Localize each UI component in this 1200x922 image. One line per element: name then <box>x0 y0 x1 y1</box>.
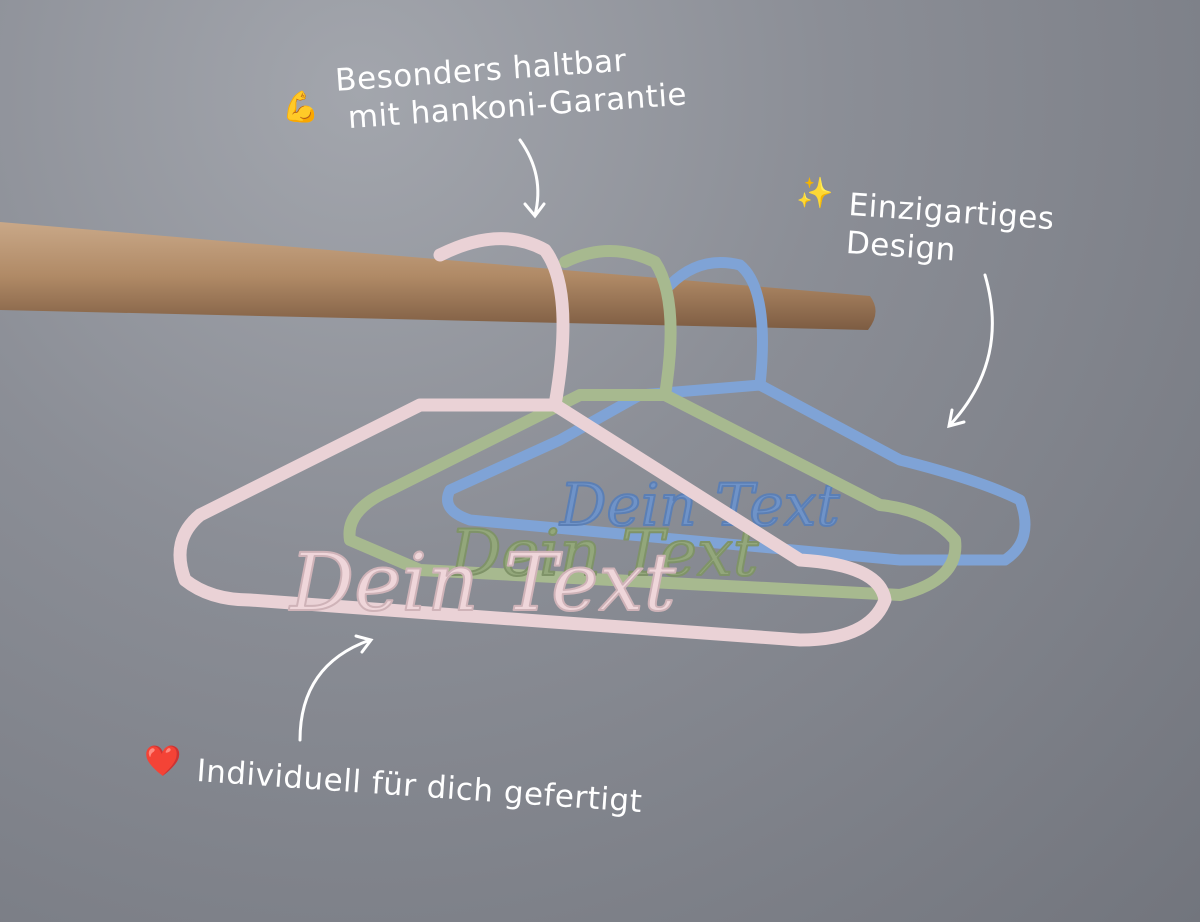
arrow-design <box>947 273 994 429</box>
callout-design: Einzigartiges Design <box>845 186 1056 276</box>
sparkles-icon: ✨ <box>796 176 834 211</box>
green-hanger: Dein Text <box>343 245 962 601</box>
arrow-custom <box>298 634 374 742</box>
red-heart-icon: ❤️ <box>144 744 182 779</box>
arrows <box>298 138 994 742</box>
pink-hanger: Dein Text <box>173 232 892 647</box>
svg-text:Dein Text: Dein Text <box>559 471 840 539</box>
flexed-biceps-icon: 💪 <box>282 90 320 125</box>
wooden-rod <box>0 222 876 330</box>
arrow-durable <box>518 138 546 219</box>
svg-text:Dein Text: Dein Text <box>449 517 759 591</box>
blue-hanger: Dein Text <box>442 257 1031 566</box>
svg-text:Dein Text: Dein Text <box>288 536 677 629</box>
